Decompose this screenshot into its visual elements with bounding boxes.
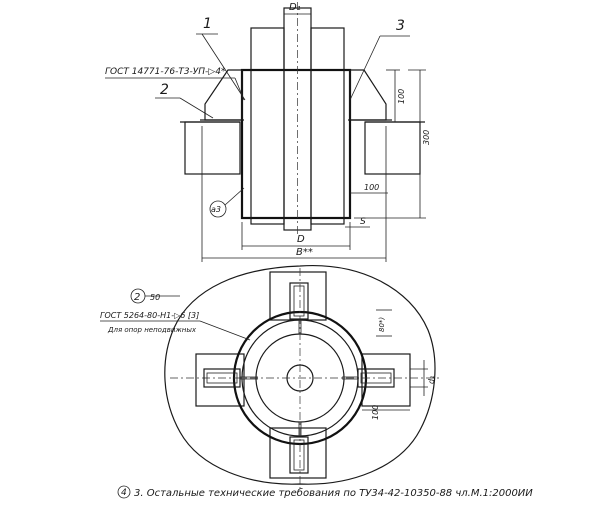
dim-100-plan: 100 xyxy=(371,405,380,420)
gost-note-top: ГОСТ 14771-76-Т3-УП-▷4* xyxy=(105,67,226,77)
stop-left xyxy=(203,368,241,388)
gost-note-plan: ГОСТ 5264-80-Н1-▷6 [3] xyxy=(100,311,199,320)
recess-bottom xyxy=(269,427,327,479)
callout-1: 1 xyxy=(203,16,212,32)
callout-2: 2 xyxy=(160,82,169,98)
filler-right xyxy=(310,27,345,225)
plan-view: 2 50 ГОСТ 5264-80-Н1-▷6 [3] Для опор неп… xyxy=(100,265,440,490)
stop-right xyxy=(357,368,395,388)
dim-80: 80*) xyxy=(378,317,386,332)
recess-left xyxy=(195,353,245,407)
dim-d1-top: D₁ xyxy=(289,2,301,13)
footer-note: 4 3. Остальные технические требования по… xyxy=(117,485,533,499)
dim-50: 50 xyxy=(150,293,160,302)
sleeve-pipe xyxy=(240,68,352,220)
footer-text: 3. Остальные технические требования по Т… xyxy=(134,487,533,499)
dim-b: B** xyxy=(296,247,313,258)
dim-100-vertical: 100 xyxy=(397,89,406,104)
recess-right xyxy=(361,353,411,407)
collar-left xyxy=(204,69,243,121)
plan-note: Для опор неподвижных xyxy=(107,326,197,334)
concrete-slab-right xyxy=(364,121,421,175)
callout-4: 4 xyxy=(121,488,127,498)
dim-s: S xyxy=(360,217,366,227)
callout-2-circle: 2 xyxy=(134,292,140,303)
dim-d1-right: d₁ xyxy=(427,376,436,384)
stop-top xyxy=(289,282,309,320)
concrete-slab-left xyxy=(184,121,241,175)
section-view: D₁ 1 3 ГОСТ 14771-76-Т3-УП-▷4* 2 a3 100 … xyxy=(105,2,431,262)
dim-d: D xyxy=(297,234,305,245)
stop-bottom xyxy=(289,436,309,474)
dim-300-vertical: 300 xyxy=(422,130,431,145)
collar-right xyxy=(349,69,387,121)
dim-100-horizontal: 100 xyxy=(364,183,379,192)
callout-3: 3 xyxy=(396,18,405,34)
weld-a3-label: a3 xyxy=(211,205,221,214)
filler-left xyxy=(250,27,285,225)
